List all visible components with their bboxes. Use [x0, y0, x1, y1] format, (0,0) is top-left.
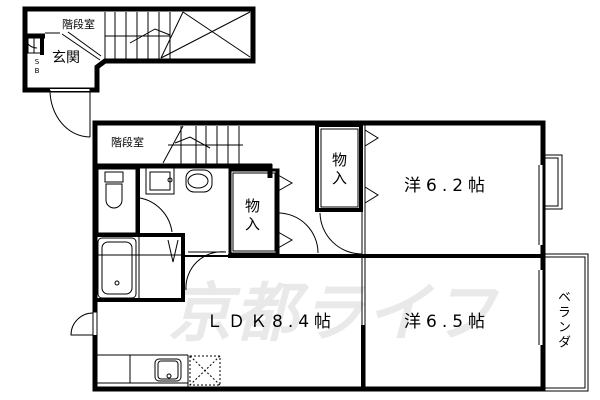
door-swing: [24, 35, 38, 49]
entrance-door-swing: [49, 89, 91, 138]
western-room-2-label: 洋6.5帖: [404, 312, 491, 332]
watermark: 京都ライフ: [168, 277, 498, 351]
shoe-box-text: S B: [34, 58, 40, 75]
shoe-box-label: S B: [33, 58, 41, 76]
bathtub-icon: [97, 237, 137, 299]
ldk-door-swing: [70, 312, 94, 336]
upper-stairwell-label: 階段室: [62, 18, 95, 31]
sink-icon: [185, 169, 213, 193]
upper-stairs: [45, 11, 251, 61]
veranda-label: ベランダ: [555, 290, 570, 350]
ldk-label: ＬＤＫ8.4帖: [206, 312, 337, 332]
upper-block-walls: [22, 6, 256, 93]
storage-1-label: 物入: [330, 152, 348, 188]
storage-2-label: 物入: [243, 198, 261, 234]
small-balcony: [542, 154, 563, 210]
storage-1: [315, 123, 363, 212]
main-stairwell-label: 階段室: [111, 136, 144, 149]
washer-icon: [145, 167, 175, 195]
entrance-label: 玄関: [52, 50, 80, 66]
cooktop-icon: [189, 355, 221, 386]
main-stairs: [162, 125, 243, 164]
kitchen-counter: [97, 354, 221, 388]
western-room-1-label: 洋6.2帖: [404, 176, 491, 196]
toilet-icon: [104, 171, 124, 209]
